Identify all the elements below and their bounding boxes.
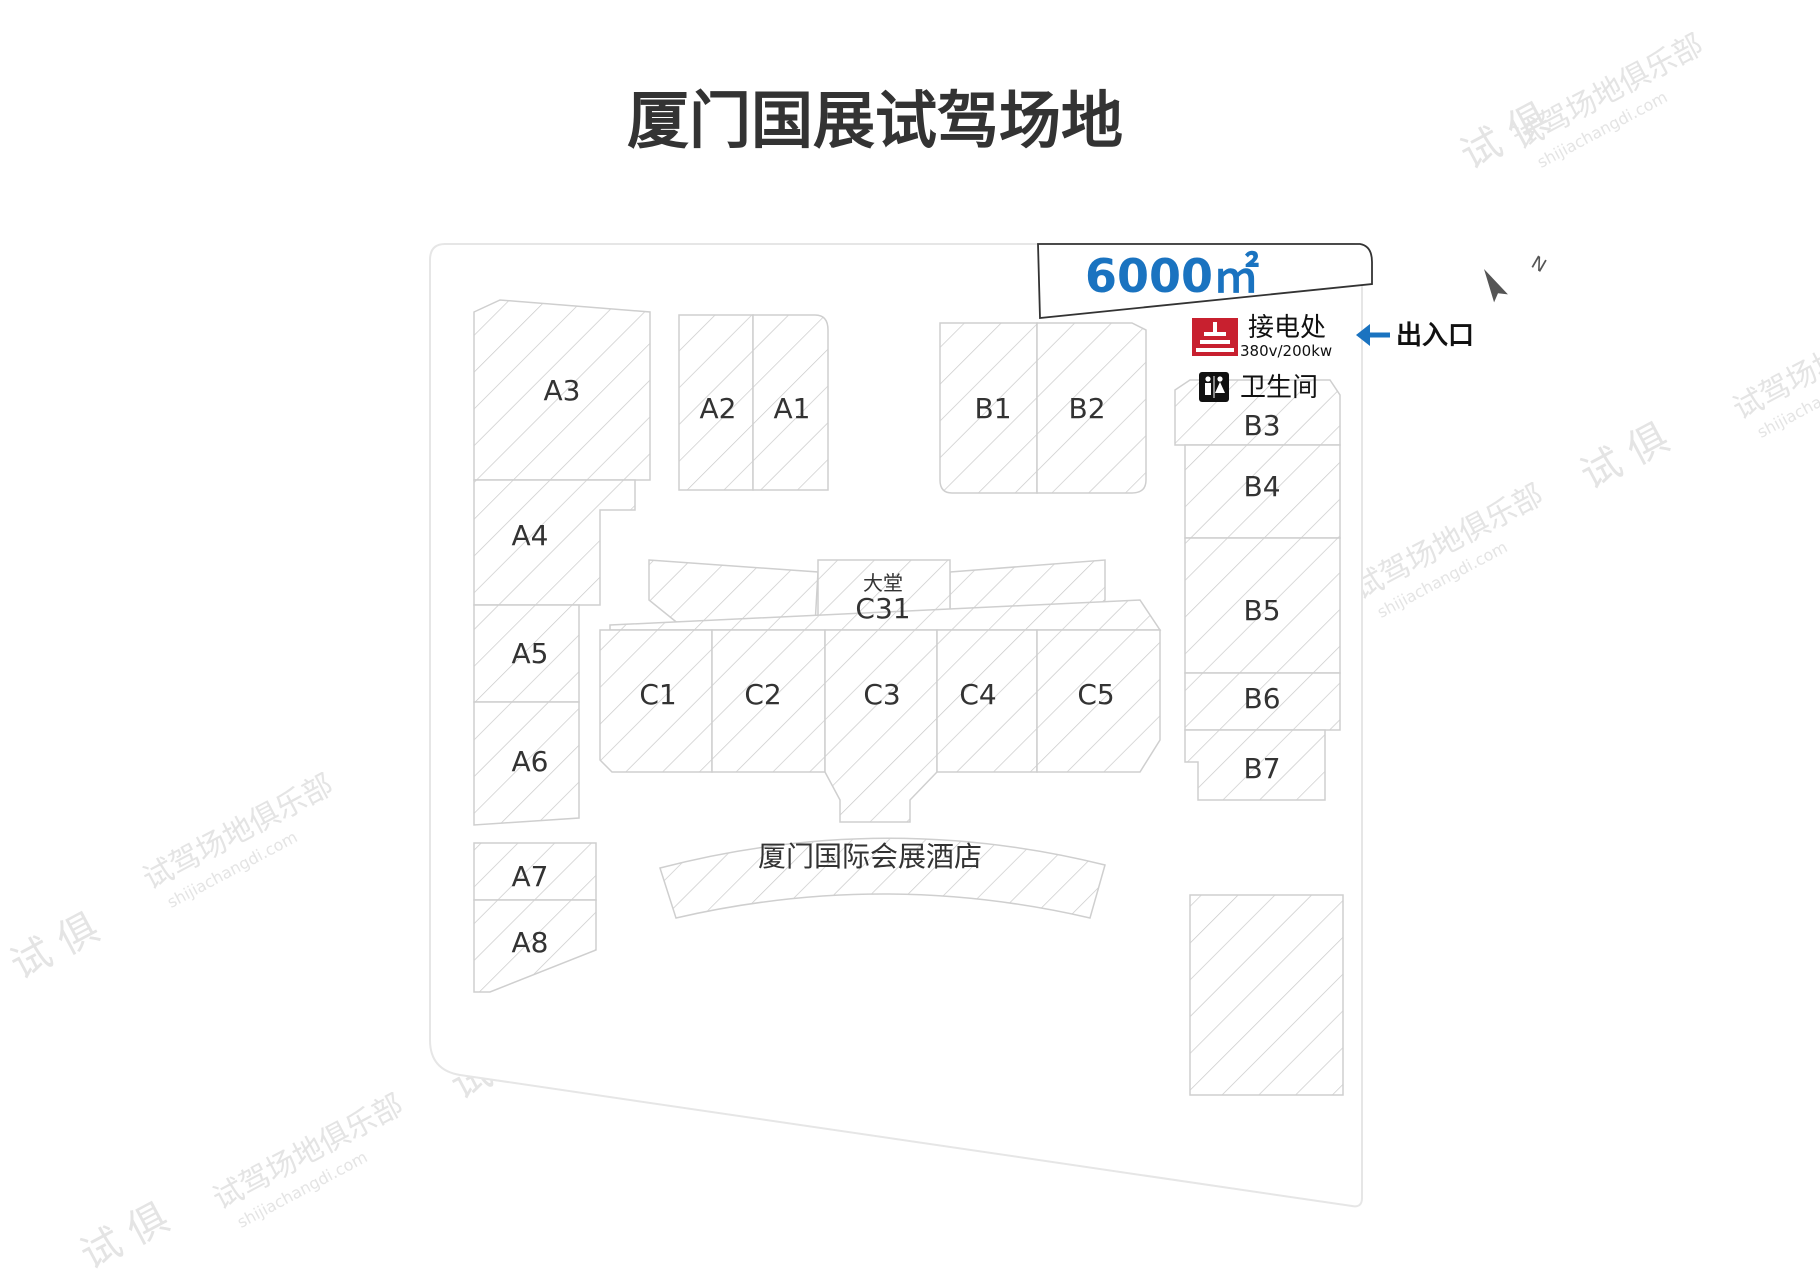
lobby-wing-left[interactable] [648, 559, 819, 626]
power-label: 接电处 [1248, 313, 1326, 343]
area-banner [1037, 243, 1373, 319]
hall-c5-label: C5 [1077, 678, 1114, 711]
hall-b3-label: B3 [1243, 409, 1280, 442]
north-arrow-icon [1484, 268, 1508, 303]
hall-b2[interactable] [1036, 322, 1147, 494]
hall-a7-label: A7 [512, 860, 549, 893]
hall-a8-label: A8 [512, 926, 549, 959]
hall-b1[interactable] [939, 322, 1038, 494]
hall-b5-label: B5 [1243, 594, 1280, 627]
hall-c2-label: C2 [744, 678, 781, 711]
hall-c4[interactable] [936, 629, 1038, 773]
hall-a5[interactable] [473, 604, 580, 703]
hall-c1-label: C1 [639, 678, 676, 711]
hall-c4-label: C4 [959, 678, 996, 711]
hall-a3-label: A3 [544, 374, 581, 407]
hall-a1-label: A1 [774, 392, 811, 425]
arrow-left-icon [1356, 324, 1390, 346]
hall-a2[interactable] [678, 314, 754, 491]
hall-a3[interactable] [473, 299, 651, 481]
compass-label: N [1528, 252, 1550, 277]
hall-a8[interactable] [473, 899, 597, 993]
hall-a6-label: A6 [512, 745, 549, 778]
watermark-logo: 试 俱 [3, 905, 106, 989]
watermark-brand: 试驾场地俱乐部 [207, 1088, 409, 1217]
hall-c31-label: C31 [855, 592, 910, 625]
hall-b4[interactable] [1184, 444, 1341, 539]
watermark-brand: 试驾场地俱乐部 [137, 768, 339, 897]
hall-c3-label: C3 [863, 678, 900, 711]
hotel-label: 厦门国际会展酒店 [758, 840, 982, 873]
watermark-logo: 试 俱 [73, 1195, 176, 1279]
lobby-label: 大堂 [863, 571, 903, 595]
entrance-label: 出入口 [1396, 321, 1474, 351]
hall-a5-label: A5 [512, 637, 549, 670]
hall-a1[interactable] [752, 314, 829, 491]
hall-a7[interactable] [473, 842, 597, 901]
hall-b1-label: B1 [974, 392, 1011, 425]
hotel-arc[interactable] [659, 837, 1106, 919]
page-title: 厦门国展试驾场地 [627, 84, 1123, 157]
hall-b6[interactable] [1184, 672, 1341, 731]
hall-extra[interactable] [1189, 894, 1344, 1096]
hall-b2-label: B2 [1068, 392, 1105, 425]
hall-b5[interactable] [1184, 537, 1341, 674]
hall-a4-label: A4 [512, 519, 549, 552]
hall-c5[interactable] [1036, 629, 1161, 773]
hall-c2[interactable] [711, 629, 826, 773]
hall-b6-label: B6 [1243, 682, 1280, 715]
power-outlet-icon [1192, 318, 1238, 356]
hall-b7-label: B7 [1243, 752, 1280, 785]
hall-b7[interactable] [1184, 729, 1326, 801]
watermark-brand: 试驾场地俱乐部 [1347, 478, 1549, 607]
watermark-logo: 试 俱 [1573, 415, 1676, 499]
power-spec: 380v/200kw [1240, 342, 1332, 360]
restroom-label: 卫生间 [1240, 373, 1318, 403]
area-value: 6000㎡ [1085, 249, 1259, 303]
hall-a6[interactable] [473, 701, 580, 826]
hall-c1[interactable] [599, 629, 713, 773]
hall-b4-label: B4 [1243, 470, 1280, 503]
hall-a2-label: A2 [700, 392, 737, 425]
restroom-icon [1199, 372, 1229, 402]
